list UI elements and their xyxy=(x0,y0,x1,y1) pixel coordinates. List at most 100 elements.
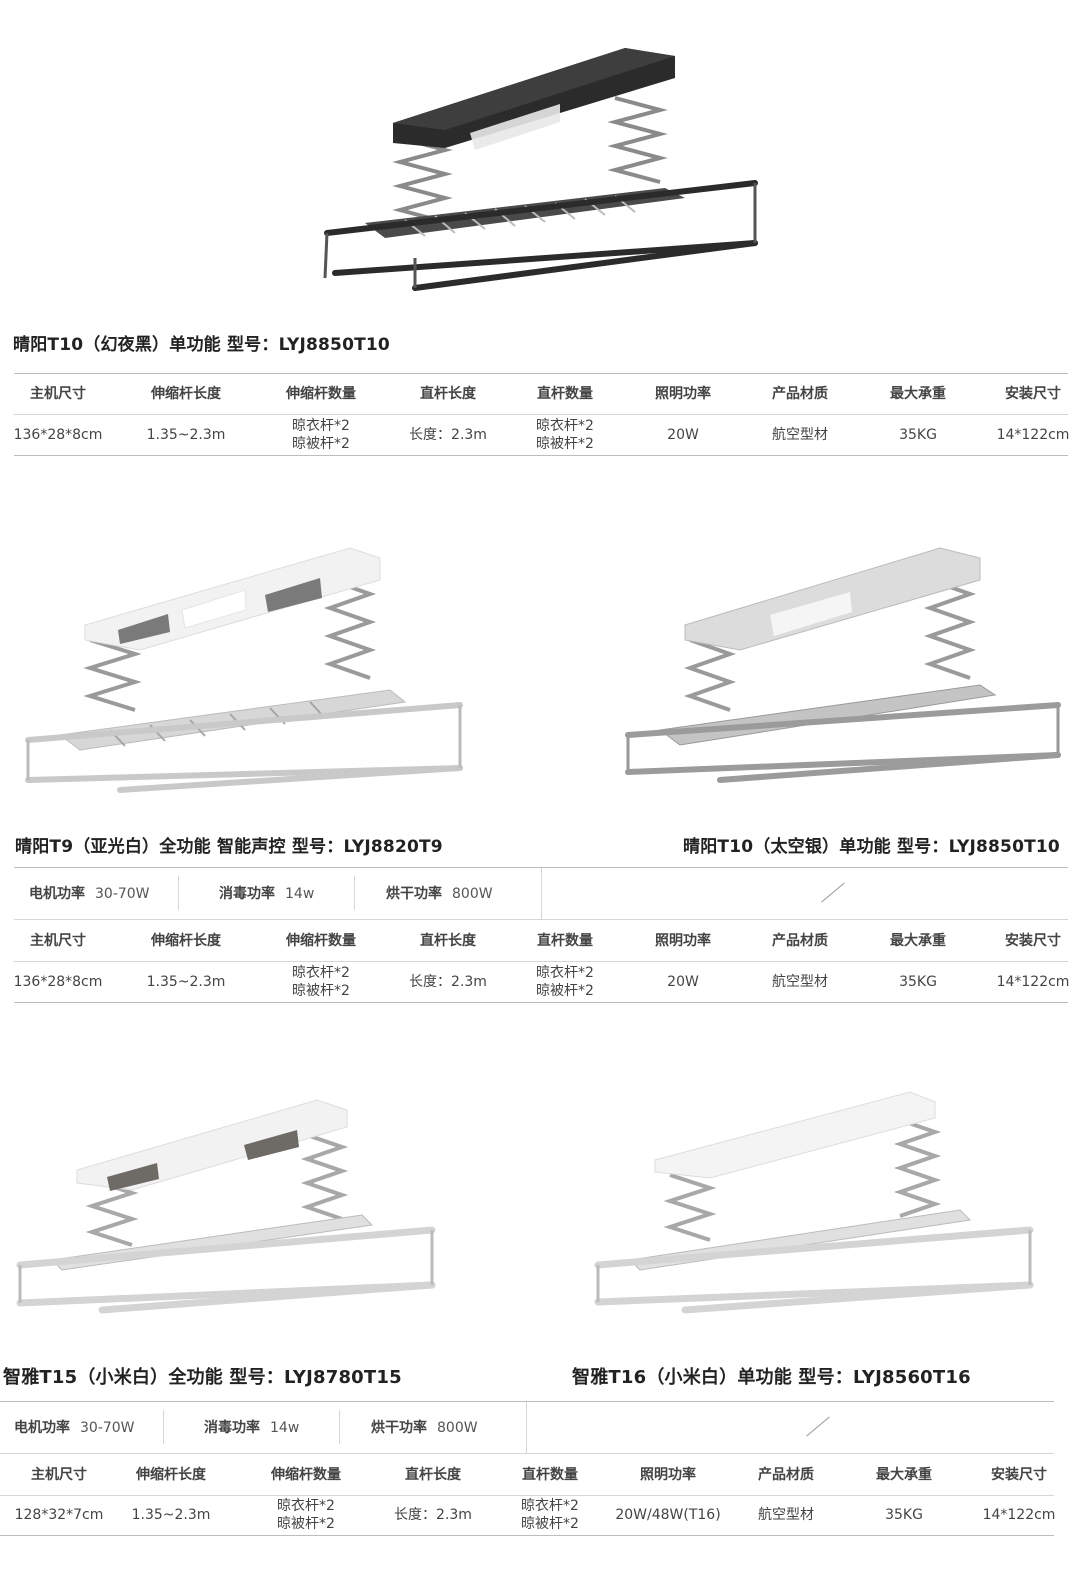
spec-value-line: 晾衣杆*2 xyxy=(536,965,594,981)
spec-value-line: 晾被杆*2 xyxy=(521,1516,579,1532)
spec-value-line: 1.35~2.3m xyxy=(131,1507,211,1523)
spec-header: 伸缩杆数量 xyxy=(286,386,356,402)
spec-value: 长度：2.3m xyxy=(375,1506,491,1524)
spec-value-line: 晾衣杆*2 xyxy=(292,418,350,434)
spec-header: 主机尺寸 xyxy=(30,386,86,402)
table-3-bottom-rule xyxy=(0,1535,1054,1536)
spec-header: 主机尺寸 xyxy=(31,1467,87,1483)
product-title-3: 晴阳T10（太空银）单功能 型号：LYJ8850T10 xyxy=(683,837,1060,857)
spec-value: 长度：2.3m xyxy=(390,973,506,991)
spec-value-line: 晾衣杆*2 xyxy=(536,418,594,434)
power-spec: 消毒功率 14w xyxy=(204,1417,299,1437)
spec-value: 14*122cm xyxy=(961,1506,1077,1524)
spec-value-line: 长度：2.3m xyxy=(394,1507,472,1523)
empty-cell-slash-2 xyxy=(806,1416,830,1437)
power-row-1-divider-c xyxy=(541,868,542,919)
spec-value-line: 晾被杆*2 xyxy=(292,983,350,999)
spec-value: 14*122cm xyxy=(975,973,1080,991)
power-spec-label: 烘干功率 xyxy=(386,886,442,902)
spec-value-line: 长度：2.3m xyxy=(409,974,487,990)
spec-value-line: 航空型材 xyxy=(772,974,828,990)
power-spec: 烘干功率 800W xyxy=(386,883,493,903)
empty-cell-slash-1 xyxy=(821,882,845,903)
spec-header: 直杆长度 xyxy=(405,1467,461,1483)
product-title-5: 智雅T16（小米白）单功能 型号：LYJ8560T16 xyxy=(572,1367,971,1388)
power-spec-value: 30-70W xyxy=(95,886,150,902)
spec-header: 伸缩杆长度 xyxy=(151,933,221,949)
spec-value: 晾衣杆*2 晾被杆*2 xyxy=(248,1497,364,1533)
table-3-mid-rule xyxy=(0,1495,1054,1496)
spec-header: 伸缩杆长度 xyxy=(136,1467,206,1483)
power-spec-label: 烘干功率 xyxy=(371,1420,427,1436)
spec-value-line: 长度：2.3m xyxy=(409,427,487,443)
power-row-1-divider-a xyxy=(178,876,179,910)
spec-header: 照明功率 xyxy=(655,933,711,949)
spec-value: 航空型材 xyxy=(742,973,858,991)
spec-value: 20W xyxy=(625,973,741,991)
spec-header: 直杆数量 xyxy=(537,933,593,949)
spec-header: 产品材质 xyxy=(772,386,828,402)
spec-value-line: 晾被杆*2 xyxy=(277,1516,335,1532)
table-1-top-rule xyxy=(14,373,1068,374)
power-row-2-divider-b xyxy=(339,1410,340,1444)
spec-value: 长度：2.3m xyxy=(390,426,506,444)
spec-value-line: 14*122cm xyxy=(982,1507,1056,1523)
power-row-1-divider-b xyxy=(354,876,355,910)
power-row-1-bottom-rule xyxy=(14,919,1068,920)
spec-header: 安装尺寸 xyxy=(991,1467,1047,1483)
spec-value: 航空型材 xyxy=(728,1506,844,1524)
power-spec-value: 14w xyxy=(285,886,315,902)
spec-value-line: 35KG xyxy=(899,427,937,443)
spec-header: 安装尺寸 xyxy=(1005,386,1061,402)
spec-header: 最大承重 xyxy=(890,386,946,402)
spec-value-line: 20W/48W(T16) xyxy=(615,1507,721,1523)
table-2-bottom-rule xyxy=(14,1002,1068,1003)
spec-value-line: 航空型材 xyxy=(772,427,828,443)
spec-value: 128*32*7cm xyxy=(1,1506,117,1524)
spec-value: 35KG xyxy=(846,1506,962,1524)
spec-value-line: 20W xyxy=(667,974,699,990)
power-spec-label: 消毒功率 xyxy=(204,1420,260,1436)
spec-header: 安装尺寸 xyxy=(1005,933,1061,949)
spec-value: 1.35~2.3m xyxy=(128,426,244,444)
power-row-2-top-rule xyxy=(0,1401,1054,1402)
spec-value-line: 晾衣杆*2 xyxy=(292,965,350,981)
spec-value-line: 128*32*7cm xyxy=(14,1507,104,1523)
table-1-bottom-rule xyxy=(14,455,1068,456)
spec-value-line: 晾衣杆*2 xyxy=(521,1498,579,1514)
spec-value-line: 14*122cm xyxy=(996,974,1070,990)
spec-header: 照明功率 xyxy=(640,1467,696,1483)
power-spec-label: 电机功率 xyxy=(14,1420,70,1436)
spec-value: 14*122cm xyxy=(975,426,1080,444)
spec-header: 照明功率 xyxy=(655,386,711,402)
power-row-2-divider-a xyxy=(163,1410,164,1444)
spec-value: 35KG xyxy=(860,973,976,991)
spec-value-line: 1.35~2.3m xyxy=(146,427,226,443)
spec-value: 20W xyxy=(625,426,741,444)
spec-value-line: 35KG xyxy=(885,1507,923,1523)
spec-value: 35KG xyxy=(860,426,976,444)
spec-value: 136*28*8cm xyxy=(0,973,116,991)
spec-value: 136*28*8cm xyxy=(0,426,116,444)
spec-value: 晾衣杆*2 晾被杆*2 xyxy=(263,417,379,453)
power-row-1-top-rule xyxy=(14,867,1068,868)
spec-value-line: 晾被杆*2 xyxy=(292,436,350,452)
spec-header: 主机尺寸 xyxy=(30,933,86,949)
spec-header: 直杆长度 xyxy=(420,933,476,949)
spec-value-line: 20W xyxy=(667,427,699,443)
power-spec-value: 800W xyxy=(452,886,493,902)
spec-header: 最大承重 xyxy=(890,933,946,949)
power-spec-label: 消毒功率 xyxy=(219,886,275,902)
power-spec-value: 14w xyxy=(270,1420,300,1436)
product-title-4: 智雅T15（小米白）全功能 型号：LYJ8780T15 xyxy=(3,1367,402,1388)
spec-value: 晾衣杆*2 晾被杆*2 xyxy=(263,964,379,1000)
spec-value-line: 航空型材 xyxy=(758,1507,814,1523)
product-image-t10-black xyxy=(323,48,758,291)
spec-value-line: 14*122cm xyxy=(996,427,1070,443)
spec-value-line: 晾衣杆*2 xyxy=(277,1498,335,1514)
spec-value: 航空型材 xyxy=(742,426,858,444)
